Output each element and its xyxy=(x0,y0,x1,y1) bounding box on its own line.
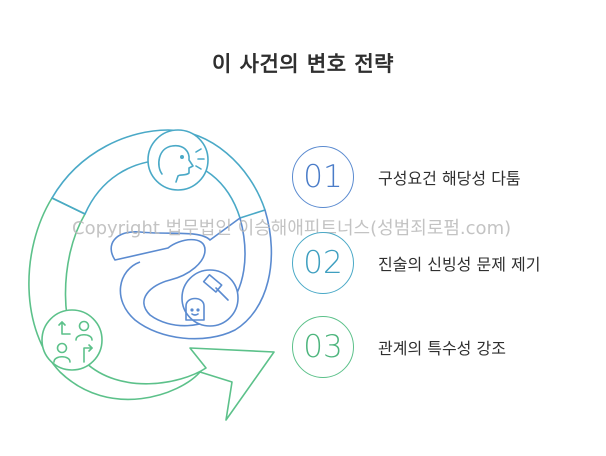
step-3-number: 03 xyxy=(292,316,354,378)
step-1-number: 01 xyxy=(292,146,354,208)
step-3: 03 관계의 특수성 강조 xyxy=(292,315,506,379)
face-alert-icon xyxy=(185,297,205,321)
step-2: 02 진술의 신빙성 문제 제기 xyxy=(292,231,540,295)
step-2-label: 진술의 신빙성 문제 제기 xyxy=(378,255,541,274)
people-bubble xyxy=(41,309,103,371)
page-title: 이 사건의 변호 전략 xyxy=(212,52,394,76)
step-3-label: 관계의 특수성 강조 xyxy=(378,339,506,358)
step-1-label: 구성요건 해당성 다툼 xyxy=(378,169,521,188)
gavel-icon xyxy=(202,273,229,301)
watermark-text: Copyright 법무법인 이승해애피트너스(성범죄로펌.com) xyxy=(72,218,512,239)
gavel-bubble xyxy=(181,269,239,327)
step-1: 01 구성요건 해당성 다툼 xyxy=(292,145,521,209)
speaking-head-icon xyxy=(158,144,205,183)
teal-arc-band xyxy=(51,129,266,219)
step-2-number: 02 xyxy=(292,232,354,294)
blue-outer-contour xyxy=(119,209,273,340)
speaker-bubble xyxy=(147,129,209,191)
exchange-people-icon xyxy=(53,320,93,363)
